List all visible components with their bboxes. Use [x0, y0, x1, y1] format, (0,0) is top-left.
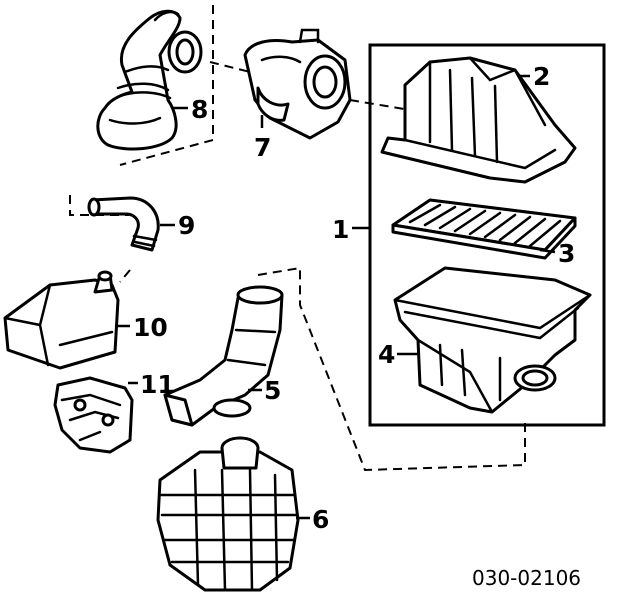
callout-6: 6 — [312, 505, 329, 534]
air-duct-part-5 — [163, 285, 284, 427]
callout-5: 5 — [264, 376, 281, 405]
callout-4: 4 — [378, 340, 395, 369]
dashed-guide-resonator — [119, 269, 131, 283]
callout-9: 9 — [178, 211, 195, 240]
dashed-guide-hose9 — [69, 195, 150, 216]
dashed-guide-meter — [209, 61, 411, 111]
dashed-guide-lower — [257, 266, 526, 472]
callout-10: 10 — [133, 313, 168, 342]
air-flow-meter-part-7 — [243, 28, 352, 140]
intake-hose-part-8 — [96, 9, 203, 151]
resonator-part-10 — [3, 270, 120, 370]
small-hose-part-9 — [87, 196, 160, 252]
callout-11: 11 — [140, 370, 175, 399]
callout-8: 8 — [191, 95, 208, 124]
diagram-reference-code: 030-02106 — [472, 566, 581, 590]
air-cleaner-case-part-4 — [393, 266, 592, 414]
dashed-guide-upper — [119, 5, 214, 166]
air-cleaner-cover-part-2 — [380, 56, 577, 184]
callout-3: 3 — [558, 239, 575, 268]
air-cleaner-assembly-box — [368, 43, 606, 427]
callout-1: 1 — [332, 215, 349, 244]
bracket-part-11 — [53, 376, 134, 454]
leader-line-3 — [539, 248, 556, 254]
air-filter-element-part-3 — [391, 198, 577, 260]
callout-7: 7 — [254, 133, 271, 162]
callout-2: 2 — [533, 62, 550, 91]
resonator-box-part-6 — [156, 436, 300, 592]
